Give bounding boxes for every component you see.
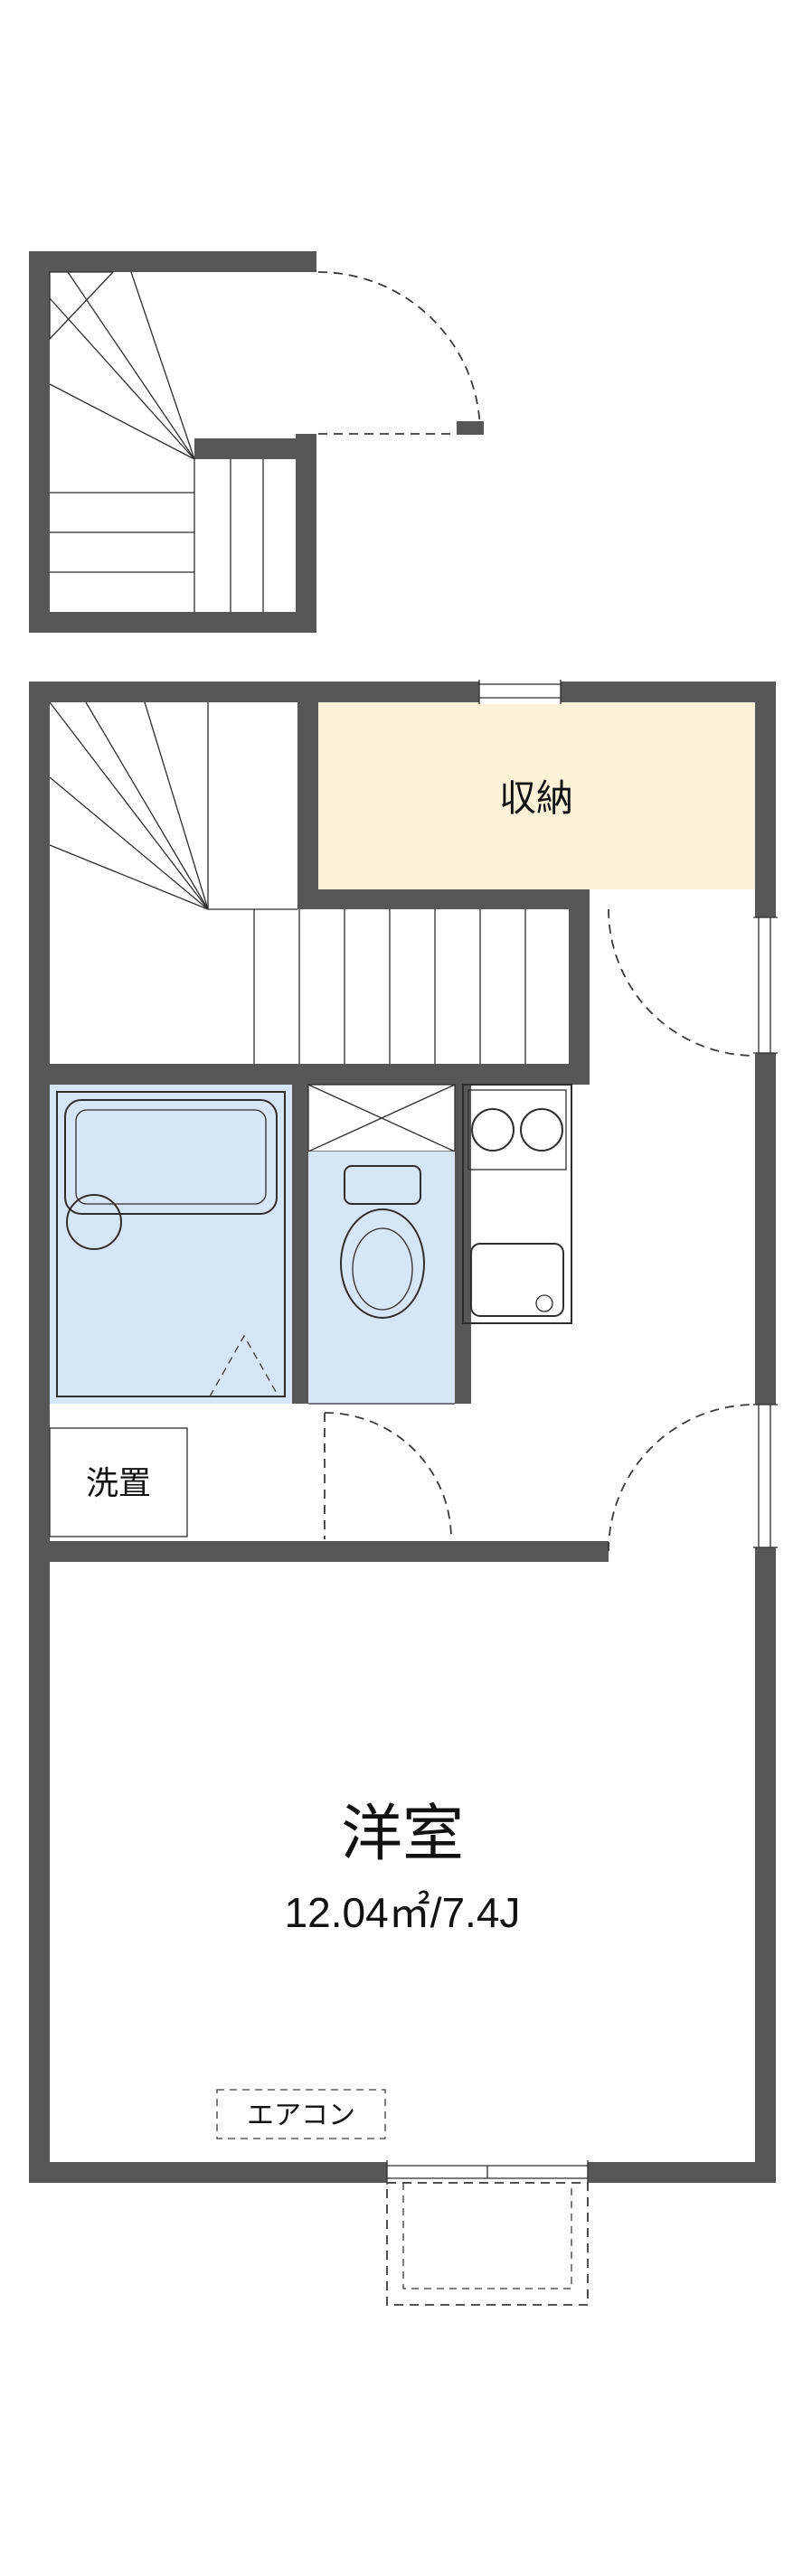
closet-left-wall <box>297 682 318 909</box>
washer-label: 洗置 <box>86 1464 151 1501</box>
bath-folding-door <box>209 1334 279 1397</box>
main-room-label: 洋室 <box>341 1800 464 1868</box>
kitchen-sink <box>470 1243 564 1317</box>
kitchen-burners <box>467 1089 567 1170</box>
stair-bottom-wall <box>29 1064 590 1085</box>
bathroom-area <box>50 1085 292 1404</box>
window-right-lower <box>753 1404 778 1548</box>
balcony-area <box>386 2182 589 2306</box>
closet-area <box>318 702 755 889</box>
bathtub <box>64 1099 278 1215</box>
kitchen-area <box>462 1084 572 1324</box>
stair-wall-stub <box>194 438 316 459</box>
entrance-door-swing <box>317 271 484 435</box>
toilet-area <box>307 1084 456 1405</box>
entrance-door-leaf <box>457 421 484 435</box>
main-block: 収納 <box>29 680 778 2306</box>
stairs-2f <box>49 701 526 1064</box>
window-bottom <box>386 2160 589 2185</box>
closet-bottom-wall <box>297 889 590 909</box>
room-top-wall <box>29 1541 609 1562</box>
main-walls <box>29 682 776 2183</box>
stair-side-wall <box>569 889 590 1085</box>
room-door-swing <box>608 1404 756 1552</box>
hall-door-swing <box>608 908 756 1057</box>
entrance-walls <box>29 251 316 633</box>
aircon-box: エアコン <box>216 2089 386 2139</box>
aircon-label: エアコン <box>247 2101 355 2130</box>
main-room-area-label: 12.04㎡/7.4J <box>285 1889 521 1936</box>
closet-label: 収納 <box>499 777 573 819</box>
toilet-door-swing <box>324 1412 452 1540</box>
window-top <box>478 680 562 704</box>
washer-area: 洗置 <box>49 1427 188 1537</box>
entrance-step-triangle <box>49 271 115 341</box>
toilet-fixture <box>340 1165 425 1319</box>
window-right-upper <box>753 917 778 1054</box>
toilet-ceiling-hatch <box>307 1084 456 1152</box>
bath-drain-circle <box>66 1194 122 1250</box>
stairs-1f <box>49 271 264 612</box>
entrance-stair-block <box>29 251 484 633</box>
bath-toilet-wall <box>292 1085 308 1404</box>
